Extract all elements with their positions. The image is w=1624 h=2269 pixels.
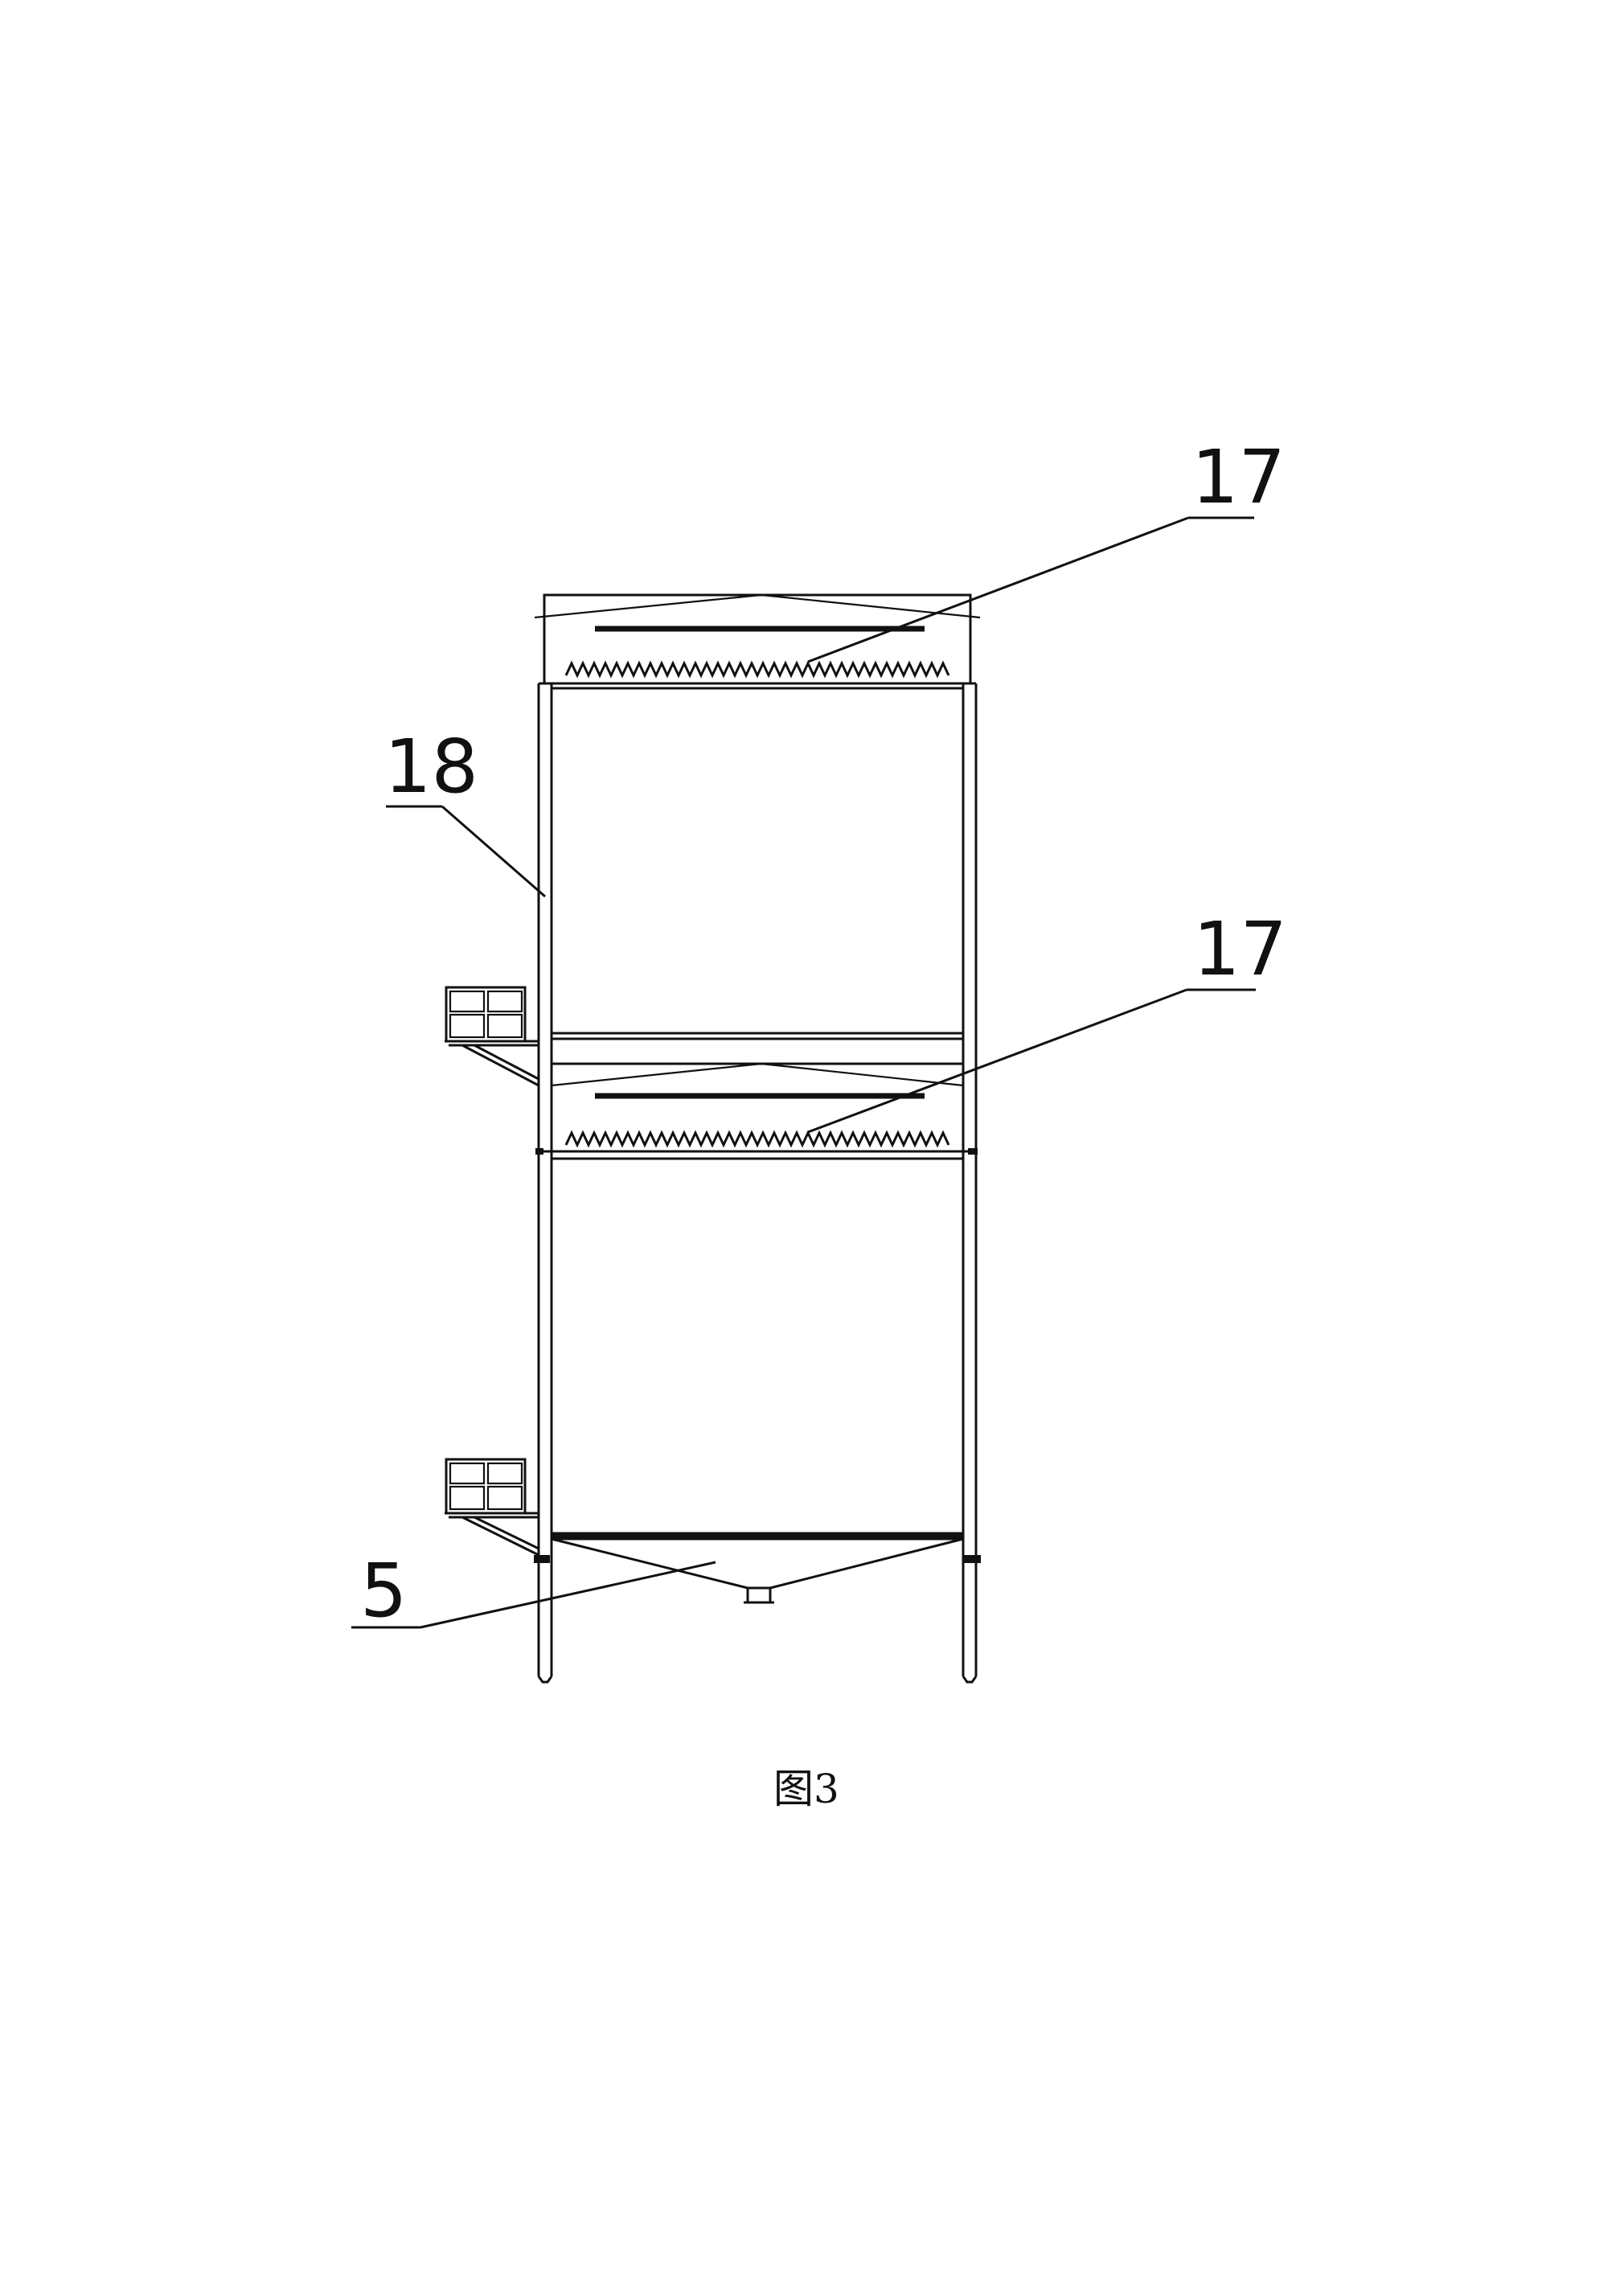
upper-chamber [552,1032,963,1040]
top-hood [534,593,981,685]
figure-caption: 图3 [773,1766,839,1812]
side-platform-upper [445,986,539,1087]
leader-lines [351,516,1256,1629]
sawtooth-plate-top [564,660,950,679]
label-17-mid: 17 [1193,906,1287,992]
side-platform-lower [445,1458,539,1557]
label-5: 5 [360,1548,408,1634]
label-18: 18 [384,724,478,810]
frame-columns [537,682,978,1684]
label-17-top: 17 [1191,434,1286,520]
middle-distribution-section [535,1062,978,1160]
sawtooth-plate-middle [564,1130,950,1148]
bottom-hopper [534,1532,981,1604]
